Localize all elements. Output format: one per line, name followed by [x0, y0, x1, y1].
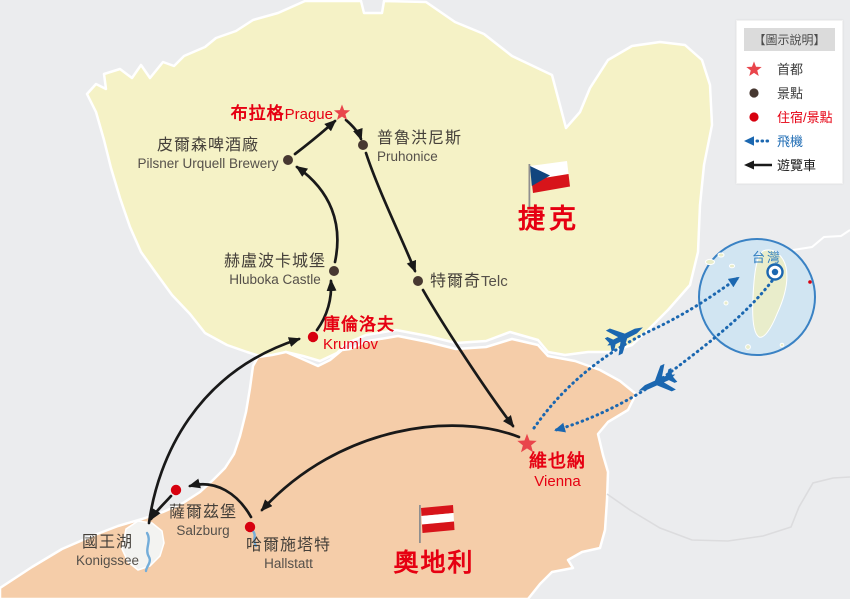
label-taiwan: 台灣 [751, 250, 782, 265]
label-vienna: 維也納 Vienna [529, 451, 586, 490]
spot-dot-icon [749, 87, 759, 98]
route-pruhonice-telc [364, 151, 417, 273]
legend-item-stay-spot: 住宿/景點 [737, 102, 842, 126]
marker-prague-star [333, 104, 351, 120]
label-country-austria: 奧地利 [393, 548, 475, 577]
label-hluboka: 赫盧波卡城堡 Hluboka Castle [223, 253, 326, 287]
spot-markers [283, 140, 423, 286]
label-krumlov: 庫倫洛夫 Krumlov [323, 315, 395, 353]
label-telc: 特爾奇Telc [430, 273, 508, 290]
route-hallstatt-salzburg [188, 478, 253, 519]
marker-vienna-star [517, 433, 537, 453]
konigssee-lake [144, 531, 151, 573]
label-pilsner: 皮爾森啤酒廠 Pilsner Urquell Brewery [137, 137, 279, 171]
minor-dot [808, 280, 812, 284]
route-telc-vienna [421, 288, 515, 428]
border-line-northeast [792, 229, 850, 251]
bus-arrow-icon [744, 160, 772, 169]
route-prague-pruhonice [344, 118, 363, 141]
austria-flag-icon [419, 505, 455, 543]
label-prague-zh: 布拉格 [230, 104, 285, 123]
czech-flag-icon [528, 161, 570, 207]
stay-spot-dot-icon [749, 111, 759, 122]
legend-title: 【圖示說明】 [744, 28, 835, 51]
marker-salzburg [170, 484, 182, 496]
route-konigssee-krumlov [147, 337, 301, 525]
marker-pruhonice [358, 140, 368, 150]
route-salzburg-konigssee [149, 494, 173, 521]
marker-pilsner [283, 155, 293, 165]
label-konigssee: 國王湖 Konigssee [75, 534, 140, 568]
legend-item-flight: 飛機 [737, 126, 842, 150]
bus-route-arrows [147, 118, 521, 525]
border-line-southeast [606, 476, 850, 542]
konigssee-region [121, 520, 165, 571]
marker-hallstatt [244, 521, 256, 533]
label-salzburg: 薩爾茲堡 Salzburg [168, 504, 237, 538]
airplane-icon-outbound [604, 327, 643, 356]
hallstatt-lake [251, 529, 258, 548]
label-prague-en: Prague [284, 106, 333, 123]
country-czech-shape [85, 0, 714, 363]
route-vienna-hallstatt [260, 424, 521, 512]
legend: 【圖示說明】 首都 景點 住宿/景點 飛機 [736, 20, 843, 184]
route-hluboka-pilsner [295, 165, 339, 264]
flight-dotted-arrow-icon [744, 135, 773, 146]
legend-item-bus: 遊覽車 [737, 150, 842, 174]
marker-krumlov [307, 331, 319, 343]
route-krumlov-hluboka [315, 279, 337, 332]
legend-item-capital: 首都 [737, 54, 842, 78]
route-pilsner-prague [293, 119, 337, 156]
label-pruhonice: 普魯洪尼斯 Pruhonice [377, 130, 463, 164]
label-prague: 布拉格Prague [205, 104, 333, 125]
capital-star-icon [746, 60, 762, 76]
stay-spot-markers [170, 331, 319, 533]
airplane-icon-inbound [638, 363, 678, 392]
label-country-czech: 捷克 [518, 204, 580, 235]
label-hallstatt: 哈爾施塔特 Hallstatt [245, 537, 331, 571]
legend-item-spot: 景點 [737, 78, 842, 102]
marker-telc [413, 276, 423, 286]
marker-hluboka [329, 266, 339, 276]
taipei-target-icon [766, 263, 784, 281]
flight-vienna-taiwan [532, 276, 740, 430]
